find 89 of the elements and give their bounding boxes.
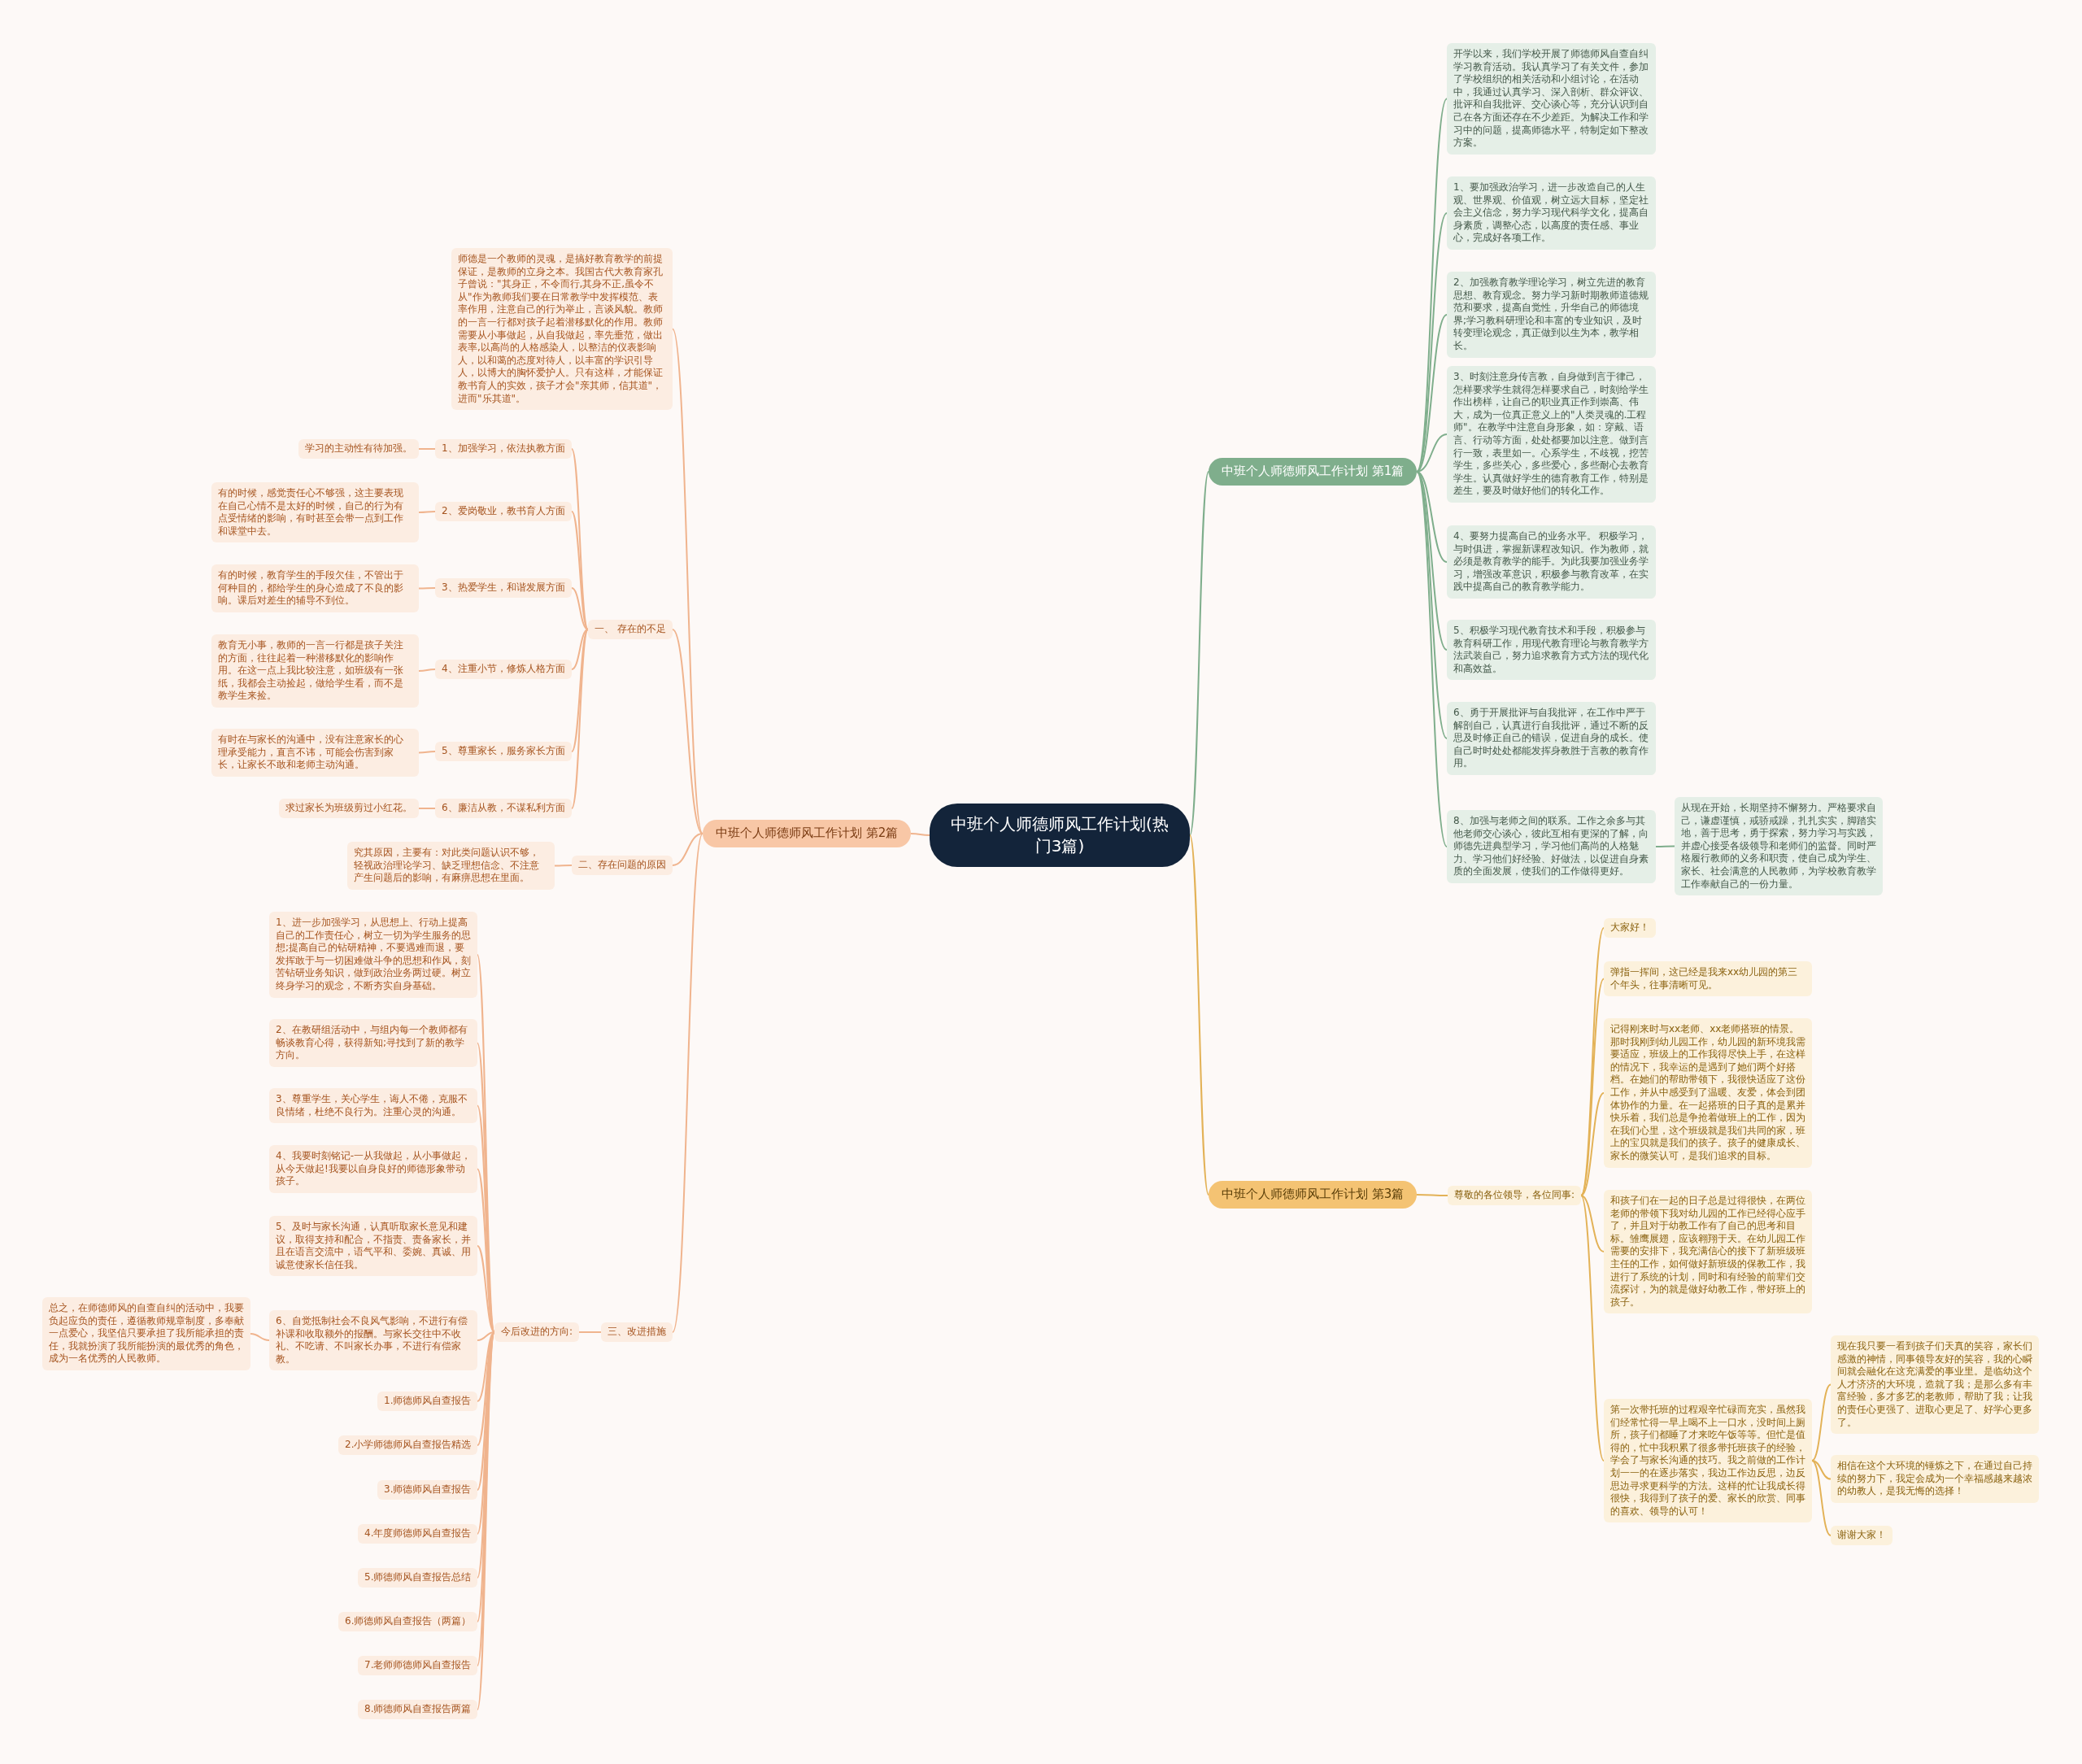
topic-box: 总之，在师德师风的自查自纠的活动中，我要负起应负的责任，遵循教师规章制度，多奉献一点爱心，我坚信只要承担了我所能承担的责任，我就扮演了我所能扮演的最优秀的角色，成为一名优秀的人民教师。 — [42, 1297, 250, 1370]
topic-box: 3.师德师风自查报告 — [377, 1480, 478, 1500]
connector-line — [1811, 1383, 1832, 1461]
topic-box: 5、尊重家长，服务家长方面 — [435, 742, 572, 761]
connector-line — [571, 587, 589, 630]
connector-line — [554, 865, 573, 867]
connector-line — [571, 448, 589, 630]
topic-box: 2、在教研组活动中，与组内每一个教师都有畅谈教育心得，获得新知;寻找到了新的教学方向。 — [269, 1019, 477, 1067]
topic-box: 求过家长为班级剪过小红花。 — [279, 799, 419, 818]
connector-line — [1655, 845, 1675, 847]
topic-box: 6.师德师风自查报告（两篇） — [338, 1612, 478, 1631]
connector-line — [250, 1333, 270, 1341]
topic-box: 相信在这个大环境的锤炼之下，在通过自己持续的努力下，我定会成为一个幸福感越来越浓的幼教人，是我无悔的选择！ — [1831, 1455, 2039, 1503]
topic-box: 有的时候，教育学生的手段欠佳，不管出于何种目的，都给学生的身心造成了不良的影响。课后对差生的辅导不到位。 — [211, 564, 419, 612]
central-topic: 中班个人师德师风工作计划(热门3篇) — [930, 804, 1190, 867]
topic-box: 1.师德师风自查报告 — [377, 1392, 478, 1411]
topic-box: 5.师德师风自查报告总结 — [358, 1568, 478, 1588]
branch-topic: 中班个人师德师风工作计划 第3篇 — [1209, 1181, 1418, 1209]
connector-line — [1580, 1195, 1605, 1252]
topic-box: 和孩子们在一起的日子总是过得很快，在两位老师的带领下我对幼儿园的工作已经得心应手了，并且对于幼教工作有了自己的思考和目标。雏鹰展翅，应该翱翔于天。在幼儿园工作需要的安排下，我充满信心的接下了新班级班主任的工作，如何做好新班级的保教工作，我进行了系统的计划，同时和有经验的前辈们交流探讨，为的就是做好幼教工作，带好班上的孩子。 — [1604, 1190, 1812, 1314]
topic-box: 教育无小事，教师的一言一行都是孩子关注的方面，往往起着一种潜移默化的影响作用。在这一点上我比较注意，如班级有一张纸，我都会主动捡起，做给学生看，而不是教学生来捡。 — [211, 634, 419, 708]
topic-box: 究其原因，主要有：对此类问题认识不够，轻视政治理论学习、缺乏理想信念、不注意产生问题后的影响，有麻痹思想在里面。 — [347, 842, 555, 890]
connector-line — [571, 511, 589, 630]
topic-box: 1、进一步加强学习，从思想上、行动上提高自己的工作责任心，树立一切为学生服务的思想;提高自己的钻研精神，不要遇难而退，要发挥敢于与一切困难做斗争的思想和作风，刻苦钻研业务知识，做到政治业务两过硬。树立终身学习的观念，不断夯实自身基础。 — [269, 912, 477, 998]
topic-box: 5、积极学习现代教育技术和手段，积极参与教育科研工作，用现代教育理论与教育教学方法武装自己，努力追求教育方式方法的现代化和高效益。 — [1447, 620, 1656, 681]
topic-box: 三、改进措施 — [601, 1322, 673, 1342]
connector-line — [672, 833, 703, 866]
topic-box: 二、存在问题的原因 — [572, 856, 673, 875]
topic-box: 4、注重小节，修炼人格方面 — [435, 660, 572, 679]
connector-line — [672, 833, 703, 1333]
connector-line — [477, 1331, 495, 1402]
connector-line — [418, 669, 436, 672]
topic-box: 有的时候，感觉责任心不够强，这主要表现在自己心情不是太好的时候，自己的行为有点受情绪的影响，有时甚至会带一点到工作和课堂中去。 — [211, 482, 419, 543]
topic-box: 1、要加强政治学习，进一步改造自己的人生观、世界观、价值观，树立远大目标，坚定社会主义信念，努力学习现代科学文化，提高自身素质，调整心态，以高度的责任感、事业心，完成好各项工作。 — [1447, 176, 1656, 250]
branch-topic: 中班个人师德师风工作计划 第2篇 — [703, 820, 912, 847]
connector-line — [1811, 1460, 1832, 1536]
topic-box: 1、加强学习，依法执教方面 — [435, 439, 572, 459]
topic-box: 4、要努力提高自己的业务水平。 积极学习，与时俱进，掌握新课程改知识。作为教师，就必须是教育教学的能手。为此我要加强业务学习，增强改革意识，积极参与教育改革，在实践中提高自己的教育教学能力。 — [1447, 525, 1656, 599]
connector-line — [477, 1331, 495, 1341]
topic-box: 3、热爱学生，和谐发展方面 — [435, 578, 572, 598]
connector-line — [571, 629, 589, 809]
connector-line — [418, 448, 436, 450]
topic-box: 师德是一个教师的灵魂，是搞好教育教学的前提保证，是教师的立身之本。我国古代大教育家孔子曾说："其身正，不令而行,其身不正,虽令不从"作为教师我们要在日常教学中发挥模范、表率作用，注意自己的行为举止，言谈风貌。教师的一言一行都对孩子起着潜移默化的作用。教师需要从小事做起，从自我做起，率先垂范，做出表率,以高尚的人格感染人，以整洁的仪表影响人，以和蔼的态度对待人，以丰富的学识引导人，以博大的胸怀爱护人。只有这样，才能保证教书育人的实效，孩子才会"亲其师，信其道"，进而"乐其道"。 — [451, 248, 673, 411]
topic-box: 弹指一挥间，这已经是我来xx幼儿园的第三个年头，往事清晰可见。 — [1604, 961, 1812, 997]
connector-line — [418, 587, 436, 590]
topic-box: 4、我要时刻铭记-一从我做起，从小事做起，从今天做起!我要以自身良好的师德形象带动孩子。 — [269, 1145, 477, 1193]
connector-line — [1189, 834, 1209, 1196]
connector-line — [1580, 1195, 1605, 1461]
topic-box: 6、廉洁从教，不谋私利方面 — [435, 799, 572, 818]
connector-line — [672, 629, 703, 834]
connector-line — [1189, 471, 1209, 836]
topic-box: 7.老师师德师风自查报告 — [358, 1656, 478, 1675]
topic-box: 记得刚来时与xx老师、xx老师搭班的情景。那时我刚到幼儿园工作，幼儿园的新环境我需要适应，班级上的工作我得尽快上手，在这样的情况下，我幸运的是遇到了她们两个好搭档。在她们的帮助带领下，我很快适应了这份工作，并从中感受到了温暖、友爱，体会到团体协作的力量。在一起搭班的日子真的是累并快乐着，我们总是争抢着做班上的工作，因为在我们心里，这个班级就是我们共同的家，班上的宝贝就是我们的孩子。孩子的健康成长、家长的微笑认可，是我们追求的目标。 — [1604, 1018, 1812, 1168]
connector-line — [1416, 1194, 1448, 1196]
topic-box: 2.小学师德师风自查报告精选 — [338, 1435, 478, 1455]
connector-line — [418, 808, 436, 809]
connector-line — [418, 511, 436, 513]
topic-box: 2、爱岗敬业，教书育人方面 — [435, 502, 572, 521]
connector-line — [1811, 1460, 1832, 1480]
topic-box: 4.年度师德师风自查报告 — [358, 1524, 478, 1544]
topic-box: 6、自觉抵制社会不良风气影响，不进行有偿补课和收取额外的报酬。与家长交往中不收礼、不吃请、不叫家长办事，不进行有偿家教。 — [269, 1310, 477, 1371]
topic-box: 从现在开始，长期坚持不懈努力。严格要求自己，谦虚谨慎，戒骄戒躁，扎扎实实，脚踏实地，善于思考，勇于探索，努力学习与实践，并虚心接受各级领导和老师们的监督。同时严格履行教师的义务和职责，使自己成为学生、家长、社会满意的人民教师，为学校教育教学工作奉献自己的一份力量。 — [1675, 797, 1883, 896]
topic-box: 现在我只要一看到孩子们天真的笑容，家长们感激的神情，同事领导友好的笑容，我的心瞬间就会融化在这充满爱的事业里。是临幼这个人才济济的大环境，造就了我；是那么多有丰富经验，多才多艺的老教师，帮助了我；让我的责任心更强了、进取心更足了、好学心更多了。 — [1831, 1335, 2039, 1435]
connector-line — [910, 833, 930, 836]
connector-line — [571, 629, 589, 670]
connector-line — [672, 328, 703, 834]
topic-box: 大家好！ — [1604, 918, 1656, 938]
topic-box: 一、 存在的不足 — [588, 620, 673, 639]
topic-box: 今后改进的方向: — [494, 1322, 580, 1342]
topic-box: 有时在与家长的沟通中，没有注意家长的心理承受能力，直言不讳，可能会伤害到家长，让家长不敢和老师主动沟通。 — [211, 729, 419, 777]
topic-box: 3、时刻注意身传言教，自身做到言于律己，怎样要求学生就得怎样要求自己，时刻给学生作出榜样，让自己的职业真正作到崇高、伟大，成为一位真正意义上的"人类灵魂的.工程师"。在教学中注意自身形象，如：穿戴、语言、行动等方面，处处都要加以注意。做到言行一致，表里如一。心系学生，不歧视，挖苦学生，多些关心，多些爱心，多些耐心去教育学生。认真做好学生的德育教育工作，特别是差生，要及时做好他们的转化工作。 — [1447, 366, 1656, 503]
connector-line — [1416, 433, 1448, 473]
topic-box: 8.师德师风自查报告两篇 — [358, 1700, 478, 1719]
topic-box: 5、及时与家长沟通，认真听取家长意见和建议，取得支持和配合，不指责、责备家长，并且在语言交流中，语气平和、委婉、真诚、用诚意使家长信任我。 — [269, 1216, 477, 1277]
connector-line — [1580, 1092, 1605, 1196]
connector-line — [418, 751, 436, 754]
topic-box: 3、尊重学生，关心学生，诲人不倦，克服不良情绪，杜绝不良行为。注重心灵的沟通。 — [269, 1088, 477, 1124]
topic-box: 2、加强教育教学理论学习，树立先进的教育思想、教育观念。努力学习新时期教师道德规范和要求，提高自觉性，升华自己的师德境界;学习教科研理论和丰富的专业知识，及时转变理论观念，真正做到以生为本，教学相长。 — [1447, 272, 1656, 358]
topic-box: 6、勇于开展批评与自我批评，在工作中严于解剖自己，认真进行自我批评，通过不断的反思及时修正自己的错误，促进自身的成长。使自己时时处处都能发挥身教胜于言教的教育作用。 — [1447, 702, 1656, 775]
topic-box: 学习的主动性有待加强。 — [298, 439, 419, 459]
connector-line — [477, 1245, 495, 1333]
topic-box: 8、加强与老师之间的联系。工作之余多与其他老师交心谈心，彼此互相有更深的了解，向师德先进典型学习，学习他们高尚的人格魅力、学习他们好经验、好做法，以促进自身素质的全面发展，使我们的工作做得更好。 — [1447, 810, 1656, 883]
topic-box: 尊敬的各位领导，各位同事: — [1448, 1186, 1582, 1205]
connector-line — [571, 629, 589, 752]
topic-box: 开学以来，我们学校开展了师德师风自查自纠学习教育活动。我认真学习了有关文件，参加了学校组织的相关活动和小组讨论，在活动中，我通过认真学习、深入剖析、群众评议、批评和自我批评、交心谈心等，充分认识到自己在各方面还存在不少差距。为解决工作和学习中的问题，提高师德水平，特制定如下整改方案。 — [1447, 43, 1656, 155]
branch-topic: 中班个人师德师风工作计划 第1篇 — [1209, 458, 1418, 486]
connector-line — [578, 1331, 602, 1333]
topic-box: 第一次带托班的过程艰辛忙碌而充实，虽然我们经常忙得一早上喝不上一口水，没时间上厕所，孩子们都睡了才来吃午饭等等。但忙是值得的，忙中我积累了很多带托班孩子的经验，学会了与家长沟通的技巧。我之前做的工作计划一一的在逐步落实，我边工作边反思，边反思边寻求更科学的方法。这样的忙让我成长得很快，我得到了孩子的爱、家长的欣赏、同事的喜欢、领导的认可！ — [1604, 1399, 1812, 1523]
topic-box: 谢谢大家！ — [1831, 1526, 1893, 1545]
